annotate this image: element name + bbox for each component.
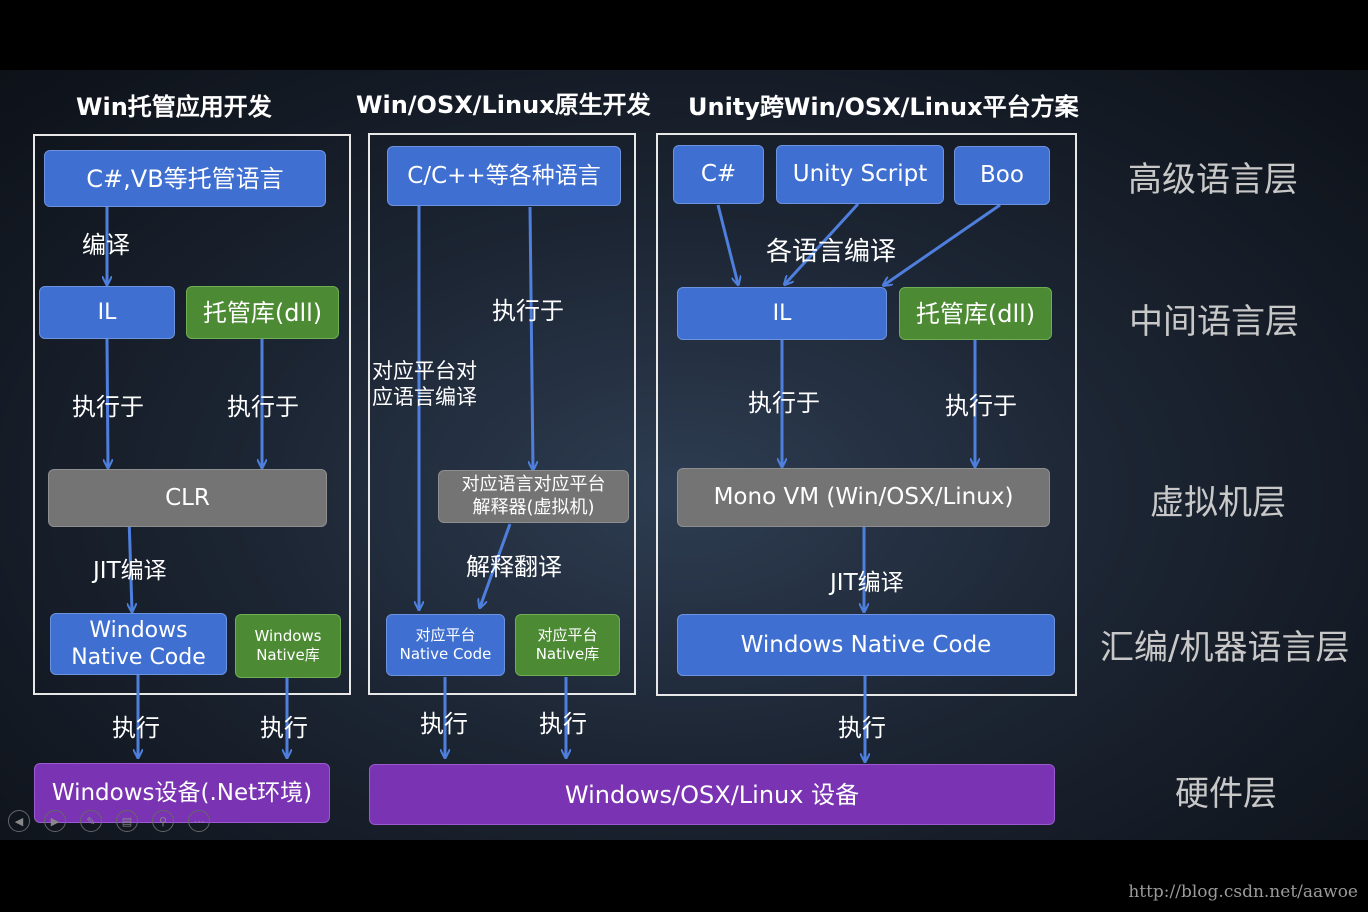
arrow-win-il-clr: [107, 338, 108, 467]
play-icon[interactable]: ▶: [44, 810, 66, 832]
native-lib-line2: Native库: [535, 645, 600, 663]
watermark: http://blog.csdn.net/aawoe: [1128, 882, 1358, 902]
native-code-line1: 对应平台: [415, 626, 476, 645]
prev-icon[interactable]: ◀: [8, 810, 30, 832]
layer-label-vm: 虚拟机层: [1150, 483, 1286, 523]
native-language-label: C/C++等各种语言: [407, 162, 601, 189]
win-clr-label: CLR: [165, 484, 210, 511]
win-frame: [33, 134, 351, 695]
layer-label-asm: 汇编/机器语言层: [1100, 628, 1350, 668]
win-managed-language-label: C#,VB等托管语言: [86, 164, 284, 193]
win-il-label: IL: [97, 299, 117, 325]
win-il-box: IL: [39, 286, 175, 339]
arrow-native-interp-code: [480, 523, 512, 607]
native-frame: [368, 133, 636, 695]
unity-native-code-box: Windows Native Code: [677, 614, 1055, 676]
column-title-unity: Unity跨Win/OSX/Linux平台方案: [688, 93, 1079, 121]
win-managed-dll-box: 托管库(dll): [186, 286, 339, 339]
unity-managed-dll-box: 托管库(dll): [899, 287, 1052, 340]
win-native-code-line2: Native Code: [71, 645, 206, 670]
column-title-win: Win托管应用开发: [76, 93, 272, 121]
win-run-label-2: 执行: [260, 714, 308, 742]
shared-device-label: Windows/OSX/Linux 设备: [564, 780, 860, 809]
unity-boo-label: Boo: [980, 162, 1024, 189]
native-lib-line1: 对应平台: [537, 626, 598, 645]
win-native-code-box: Windows Native Code: [50, 613, 227, 675]
win-jit-label: JIT编译: [93, 558, 167, 584]
arrow-native-lang-interp: [530, 206, 533, 469]
unity-csharp-box: C#: [673, 145, 764, 204]
win-native-code-line1: Windows: [89, 617, 188, 643]
win-managed-language-box: C#,VB等托管语言: [44, 150, 326, 207]
native-lib-box: 对应平台 Native库: [515, 614, 620, 676]
unity-boo-box: Boo: [954, 146, 1050, 205]
native-language-box: C/C++等各种语言: [387, 146, 621, 206]
unity-compile-label: 各语言编译: [766, 237, 897, 267]
more-icon[interactable]: ⋯: [188, 810, 210, 832]
arrow-unity-boo-il: [884, 203, 1001, 285]
arrow-win-clr-code: [129, 516, 132, 611]
layer-label-hw: 硬件层: [1175, 774, 1277, 814]
native-exec-label: 执行于: [492, 297, 564, 325]
arrow-unity-script-il: [785, 202, 860, 284]
unity-il-box: IL: [677, 287, 887, 340]
unity-exec-label-2: 执行于: [945, 392, 1017, 420]
unity-script-label: Unity Script: [792, 161, 928, 188]
native-run-label-2: 执行: [539, 710, 587, 738]
win-native-lib-line1: Windows: [254, 627, 322, 646]
shared-device-box: Windows/OSX/Linux 设备: [369, 764, 1055, 825]
unity-run-label: 执行: [838, 714, 886, 742]
layer-label-high: 高级语言层: [1128, 160, 1298, 200]
win-exec-label-2: 执行于: [227, 393, 299, 421]
native-code-line2: Native Code: [399, 645, 492, 663]
slides-icon[interactable]: ▤: [116, 810, 138, 832]
unity-mono-vm-label: Mono VM (Win/OSX/Linux): [713, 484, 1014, 511]
unity-managed-dll-label: 托管库(dll): [915, 299, 1036, 328]
unity-il-label: IL: [772, 300, 792, 326]
column-title-native: Win/OSX/Linux原生开发: [356, 91, 651, 119]
unity-jit-label: JIT编译: [830, 570, 904, 596]
win-compile-label: 编译: [82, 231, 130, 259]
unity-exec-label-1: 执行于: [748, 389, 820, 417]
unity-csharp-label: C#: [700, 161, 737, 188]
native-code-box: 对应平台 Native Code: [386, 614, 505, 676]
native-compile-line2: 应语言编译: [372, 385, 477, 410]
zoom-icon[interactable]: ⚲: [152, 810, 174, 832]
unity-script-box: Unity Script: [776, 145, 944, 204]
native-compile-label: 对应平台对 应语言编译: [372, 358, 477, 411]
native-translate-label: 解释翻译: [466, 553, 562, 581]
unity-native-code-label: Windows Native Code: [740, 631, 992, 658]
win-clr-box: CLR: [48, 469, 327, 527]
native-interpreter-line2: 解释器(虚拟机): [472, 496, 595, 518]
win-native-lib-box: Windows Native库: [235, 614, 341, 678]
native-interpreter-line1: 对应语言对应平台: [461, 474, 606, 495]
unity-mono-vm-box: Mono VM (Win/OSX/Linux): [677, 468, 1050, 527]
win-native-lib-line2: Native库: [256, 646, 320, 664]
pen-icon[interactable]: ✎: [80, 810, 102, 832]
win-managed-dll-label: 托管库(dll): [202, 298, 323, 327]
native-compile-line1: 对应平台对: [372, 359, 477, 383]
win-exec-label-1: 执行于: [72, 393, 144, 421]
native-interpreter-box: 对应语言对应平台 解释器(虚拟机): [438, 470, 629, 523]
slideshow-controls: ◀ ▶ ✎ ▤ ⚲ ⋯: [8, 810, 210, 832]
win-run-label-1: 执行: [112, 714, 160, 742]
layer-label-mid: 中间语言层: [1129, 302, 1299, 342]
native-run-label-1: 执行: [420, 710, 468, 738]
win-device-label: Windows设备(.Net环境): [51, 779, 313, 806]
arrow-unity-cs-il: [716, 204, 738, 284]
